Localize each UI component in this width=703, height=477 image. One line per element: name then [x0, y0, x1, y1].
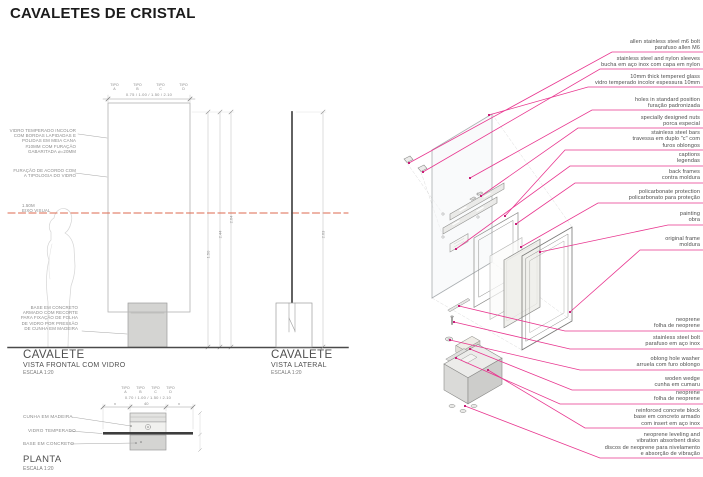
plan-view-drawing: [69, 403, 202, 452]
side-concrete-base: [275, 302, 313, 348]
side-vdim: 2.63: [320, 230, 326, 239]
exploded-axon-drawing: [403, 113, 573, 413]
base-note: BASE EM CONCRETO ARMADO COM RECORTE PARA…: [20, 305, 78, 331]
holes-note: FURAÇÃO DE ACORDO COM A TIPOLOGIA DO VID…: [13, 168, 76, 179]
leader-dots: [408, 114, 571, 407]
plan-dim-right: x: [178, 401, 180, 406]
front-concrete-base: [127, 302, 168, 348]
side-view-drawing: [275, 109, 327, 350]
axon-nut: [476, 191, 484, 196]
plan-wedge: [129, 412, 167, 423]
plan-view-title: PLANTA ESCALA 1:20: [23, 454, 62, 472]
eixo-visual-note: 1.50M EIXO VISUAL: [22, 203, 51, 214]
axon-neoprene-disk: [470, 404, 478, 408]
page-title: CAVALETES DE CRISTAL: [10, 5, 196, 22]
plan-label-wedge: CUNHA EM MADEIRA: [23, 414, 73, 419]
axon-steel-bar: [449, 182, 505, 221]
plan-tipo-values: 0.70 / 1.00 / 1.50 / 2.10: [124, 394, 172, 400]
axon-neoprene-disk: [459, 409, 467, 413]
side-view-title: CAVALETE VISTA LATERAL ESCALA 1:20: [271, 349, 333, 376]
front-vdim-1: 1.50: [205, 250, 211, 259]
axon-steel-bar: [442, 196, 498, 235]
front-glass-panel: [107, 102, 191, 313]
axon-sleeve: [403, 155, 414, 163]
leader-lines: [408, 51, 703, 459]
axon-sleeve: [417, 164, 428, 172]
plan-label-glass: VIDRO TEMPERADO: [28, 428, 76, 433]
front-vdim-2: 2.44: [217, 230, 223, 239]
front-view-drawing: [7, 94, 349, 350]
axon-neoprene-disk: [448, 404, 456, 408]
glass-note: VIDRO TEMPERADO INCOLOR COM BORDAS LAPID…: [9, 128, 76, 154]
axon-nut: [469, 196, 477, 201]
plan-label-base: BASE EM CONCRETO: [23, 441, 75, 446]
plan-concrete-base: [129, 434, 167, 451]
front-tipo-values: 0.75 / 1.00 / 1.50 / 2.10: [125, 91, 173, 97]
plan-dim-left: x: [114, 401, 116, 406]
plan-glass: [103, 432, 193, 435]
axon-original-frame: [521, 226, 573, 351]
axon-caption-plaque: [449, 233, 469, 253]
human-silhouette: [46, 208, 76, 348]
front-view-title: CAVALETE VISTA FRONTAL COM VIDRO ESCALA …: [23, 349, 126, 376]
plan-dim-center: 40: [144, 401, 149, 406]
front-vdim-3: 2.64: [228, 215, 234, 224]
